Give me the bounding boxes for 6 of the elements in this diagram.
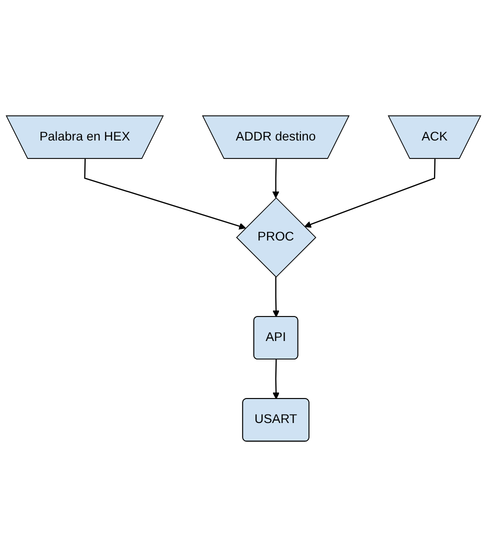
node-diamond: PROC (236, 197, 316, 278)
arrow (304, 158, 436, 228)
arrow (272, 277, 280, 318)
arrow (84, 158, 246, 230)
arrow (272, 359, 280, 400)
arrow (272, 158, 280, 198)
